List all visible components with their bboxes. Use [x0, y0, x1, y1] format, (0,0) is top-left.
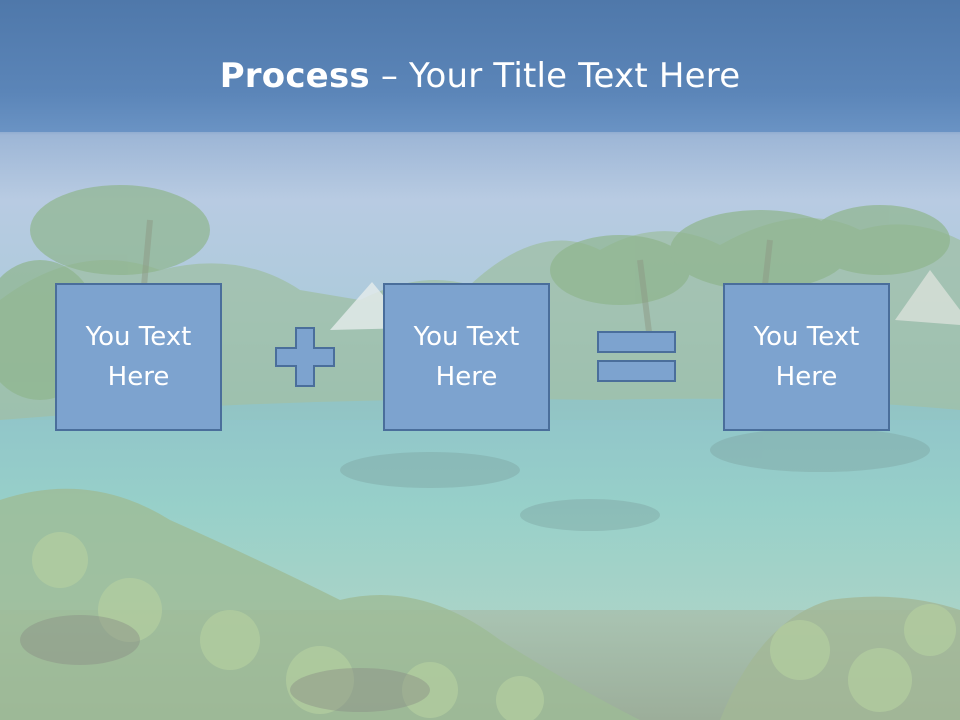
process-box-2[interactable]: You Text Here — [383, 283, 550, 431]
process-box-3[interactable]: You Text Here — [723, 283, 890, 431]
title-rest-text: – Your Title Text Here — [369, 56, 741, 96]
plus-icon — [275, 327, 335, 387]
title-band — [0, 0, 960, 132]
equals-icon — [597, 331, 676, 382]
slide-title: Process – Your Title Text Here — [0, 54, 960, 98]
process-box-1[interactable]: You Text Here — [55, 283, 222, 431]
title-bold-text: Process — [219, 56, 370, 96]
